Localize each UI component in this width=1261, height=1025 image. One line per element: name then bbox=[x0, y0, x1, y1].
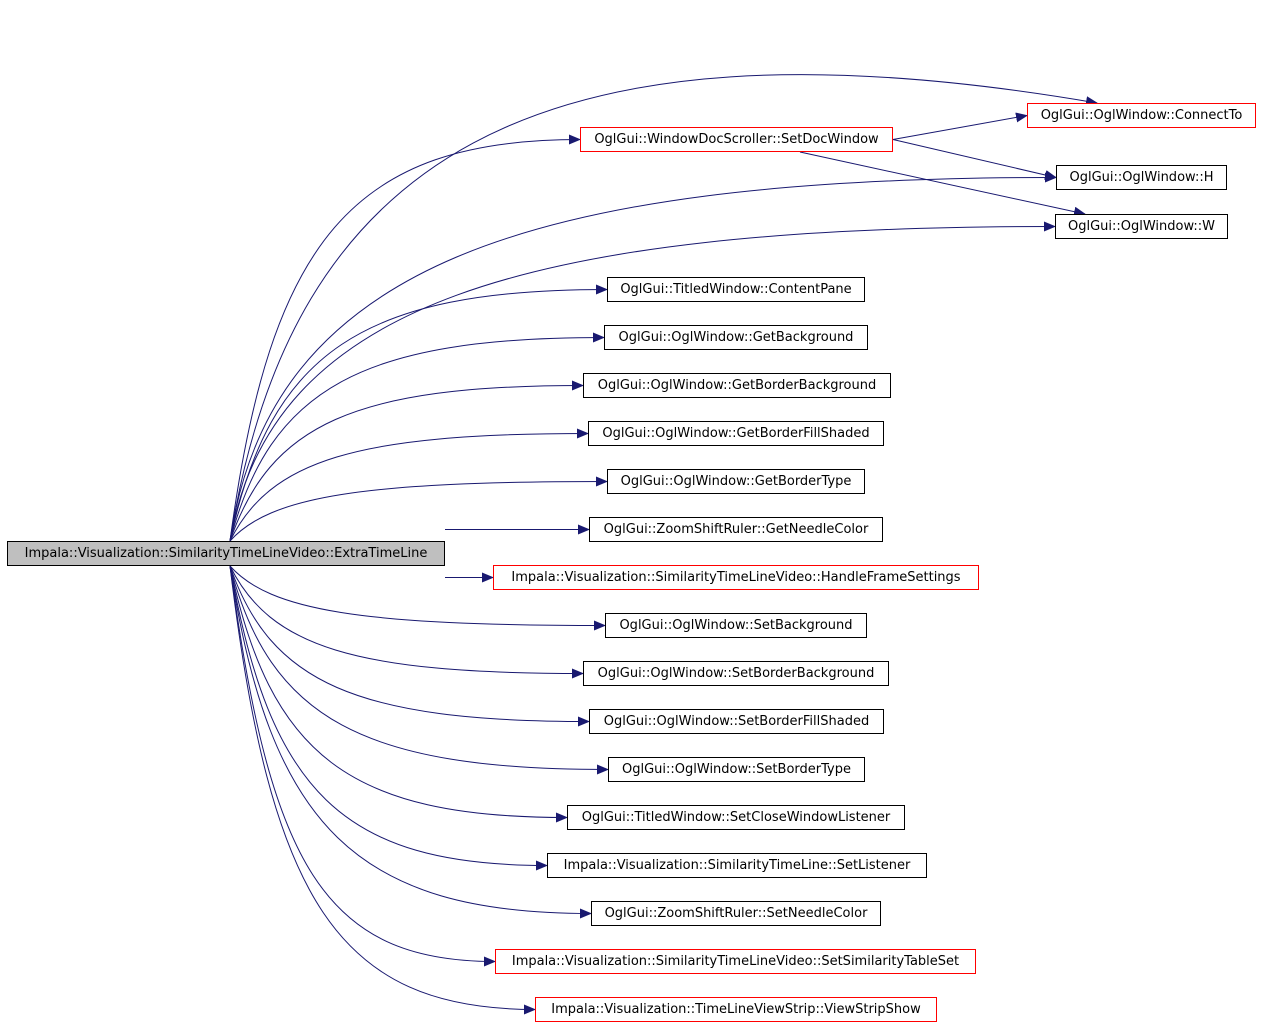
edge-setdocwindow-to-h bbox=[892, 139, 1057, 180]
node-root[interactable]: Impala::Visualization::SimilarityTimeLin… bbox=[7, 541, 445, 566]
node-w[interactable]: OglGui::OglWindow::W bbox=[1055, 214, 1228, 239]
edge-root-to-getborderfillshaded bbox=[229, 428, 589, 542]
edge-root-to-setborderbackground bbox=[229, 565, 584, 679]
edge-root-to-viewstripshow bbox=[229, 565, 536, 1015]
node-getborderfillshaded[interactable]: OglGui::OglWindow::GetBorderFillShaded bbox=[588, 421, 884, 446]
edge-root-to-setbordertype bbox=[229, 565, 609, 775]
edge-root-to-getborderbackground bbox=[229, 380, 584, 542]
edge-setdocwindow-to-w bbox=[799, 151, 1086, 217]
node-connectto[interactable]: OglGui::OglWindow::ConnectTo bbox=[1027, 103, 1256, 128]
node-getbordertype[interactable]: OglGui::OglWindow::GetBorderType bbox=[607, 469, 865, 494]
node-setsimilaritytableset[interactable]: Impala::Visualization::SimilarityTimeLin… bbox=[495, 949, 976, 974]
edge-root-to-setsimilaritytableset bbox=[229, 565, 496, 967]
edge-setdocwindow-to-connectto bbox=[892, 112, 1028, 140]
node-getbackground[interactable]: OglGui::OglWindow::GetBackground bbox=[604, 325, 868, 350]
node-setborderfillshaded[interactable]: OglGui::OglWindow::SetBorderFillShaded bbox=[589, 709, 884, 734]
node-setborderbackground[interactable]: OglGui::OglWindow::SetBorderBackground bbox=[583, 661, 889, 686]
edge-root-to-getbordertype bbox=[229, 476, 608, 542]
node-setbordertype[interactable]: OglGui::OglWindow::SetBorderType bbox=[608, 757, 865, 782]
node-getborderbackground[interactable]: OglGui::OglWindow::GetBorderBackground bbox=[583, 373, 891, 398]
node-getneedlecolor[interactable]: OglGui::ZoomShiftRuler::GetNeedleColor bbox=[589, 517, 883, 542]
edge-root-to-h bbox=[229, 172, 1057, 542]
edge-root-to-setdocwindow bbox=[229, 134, 581, 542]
node-setbackground[interactable]: OglGui::OglWindow::SetBackground bbox=[605, 613, 867, 638]
node-contentpane[interactable]: OglGui::TitledWindow::ContentPane bbox=[607, 277, 865, 302]
node-setdocwindow[interactable]: OglGui::WindowDocScroller::SetDocWindow bbox=[580, 127, 893, 152]
edge-root-to-setlistener bbox=[229, 565, 548, 871]
edge-root-to-setborderfillshaded bbox=[229, 565, 590, 727]
node-h[interactable]: OglGui::OglWindow::H bbox=[1056, 165, 1227, 190]
node-setneedlecolor[interactable]: OglGui::ZoomShiftRuler::SetNeedleColor bbox=[591, 901, 881, 926]
node-viewstripshow[interactable]: Impala::Visualization::TimeLineViewStrip… bbox=[535, 997, 937, 1022]
edge-root-to-contentpane bbox=[229, 284, 608, 542]
edge-root-to-setbackground bbox=[229, 565, 606, 631]
node-setlistener[interactable]: Impala::Visualization::SimilarityTimeLin… bbox=[547, 853, 927, 878]
edge-root-to-getbackground bbox=[229, 332, 605, 542]
node-handleframesettings[interactable]: Impala::Visualization::SimilarityTimeLin… bbox=[493, 565, 979, 590]
edge-root-to-setclosewindowlistener bbox=[229, 565, 568, 823]
edge-root-to-connectto bbox=[229, 74, 1098, 542]
edge-root-to-setneedlecolor bbox=[229, 565, 592, 919]
node-setclosewindowlistener[interactable]: OglGui::TitledWindow::SetCloseWindowList… bbox=[567, 805, 905, 830]
edge-root-to-w bbox=[229, 221, 1056, 542]
